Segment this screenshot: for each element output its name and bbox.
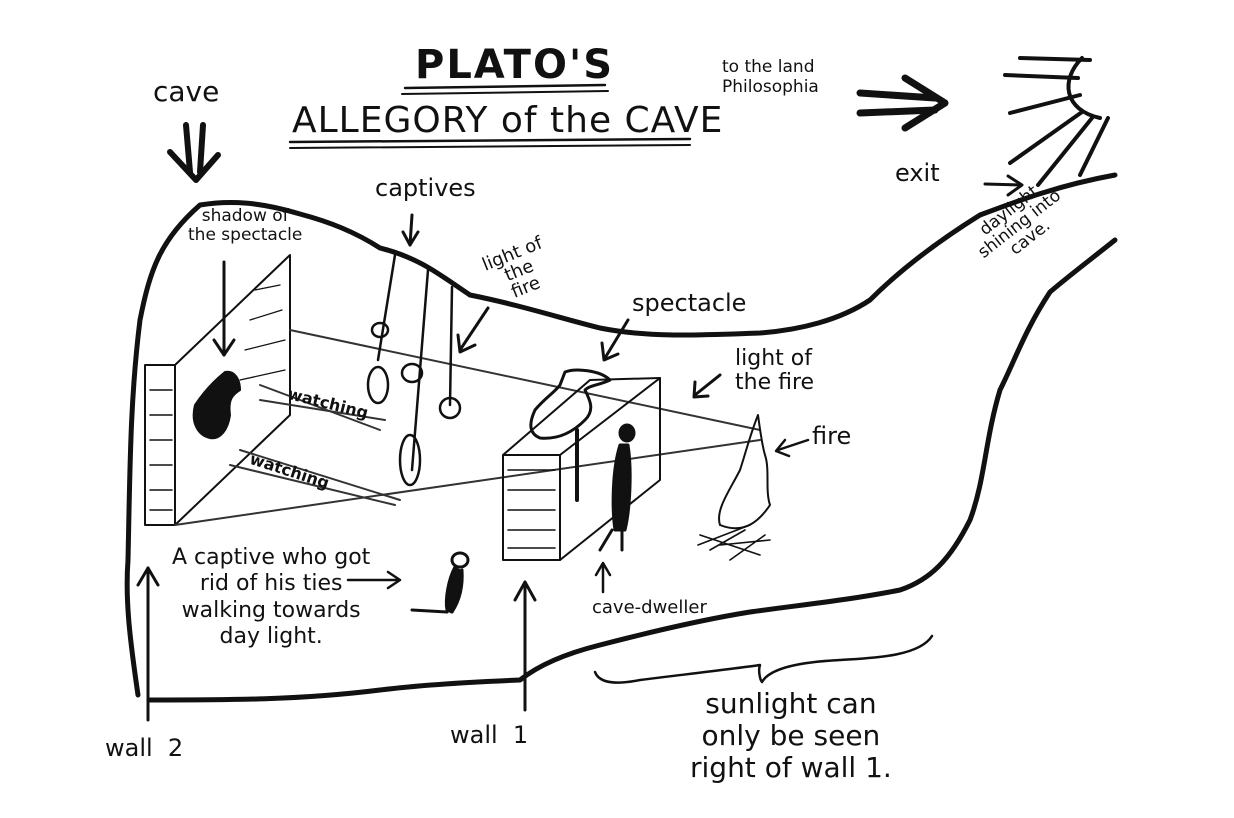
sun-icon <box>1003 56 1110 187</box>
wall-1-drawing <box>502 377 661 561</box>
wall-2-label: wall 2 <box>105 734 184 762</box>
title-line-2: ALLEGORY of the CAVE <box>292 100 724 141</box>
captives-arrow-icon <box>401 213 420 247</box>
light-of-fire-right-arrow-icon <box>692 373 722 399</box>
light-of-fire-upper-arrow-icon <box>456 306 490 354</box>
philosophia-arrow-icon <box>856 74 949 132</box>
cave-dweller-arrow-icon <box>594 561 612 594</box>
freed-captive-arrow-icon <box>346 570 402 590</box>
cave-dweller-figure <box>598 423 636 552</box>
spectacle-label: spectacle <box>632 289 747 317</box>
wall-1-label: wall 1 <box>450 721 529 749</box>
wall-2-arrow-icon <box>136 566 160 722</box>
wall-2-drawing <box>144 254 291 526</box>
captive-figures <box>366 253 462 487</box>
sunlight-brace <box>593 634 934 684</box>
fire-label: fire <box>812 422 852 450</box>
fire-drawing <box>697 414 771 561</box>
wall-1-arrow-icon <box>513 580 537 712</box>
shadow-of-spectacle-label: shadow of the spectacle <box>188 206 303 245</box>
title-underline-1a <box>403 83 607 90</box>
exit-label: exit <box>895 159 940 187</box>
to-philosophia-label: to the land Philosophia <box>722 57 819 97</box>
spectacle-arrow-icon <box>600 318 630 362</box>
sunlight-note-label: sunlight can only be seen right of wall … <box>690 687 892 785</box>
cave-dweller-label: cave-dweller <box>592 597 707 618</box>
exit-arrow-icon <box>983 174 1024 197</box>
title-underline-2a <box>288 137 692 144</box>
spectacle-figure <box>529 368 612 440</box>
captives-label: captives <box>375 174 476 202</box>
cave-outline <box>124 172 1118 703</box>
freed-captive-label: A captive who got rid of his ties walkin… <box>172 545 371 650</box>
title-underline-1b <box>401 90 609 95</box>
light-rays <box>174 329 761 526</box>
shadow-of-spectacle-shape <box>192 370 241 440</box>
freed-captive-figure <box>410 551 470 614</box>
shadow-arrow-icon <box>212 260 236 357</box>
light-of-fire-right-label: light of the fire <box>735 346 815 396</box>
cave-label: cave <box>153 75 220 108</box>
cave-double-arrow-icon <box>167 122 221 183</box>
fire-arrow-icon <box>774 438 810 458</box>
title-underline-2b <box>289 144 691 149</box>
title-line-1: PLATO'S <box>415 42 614 88</box>
